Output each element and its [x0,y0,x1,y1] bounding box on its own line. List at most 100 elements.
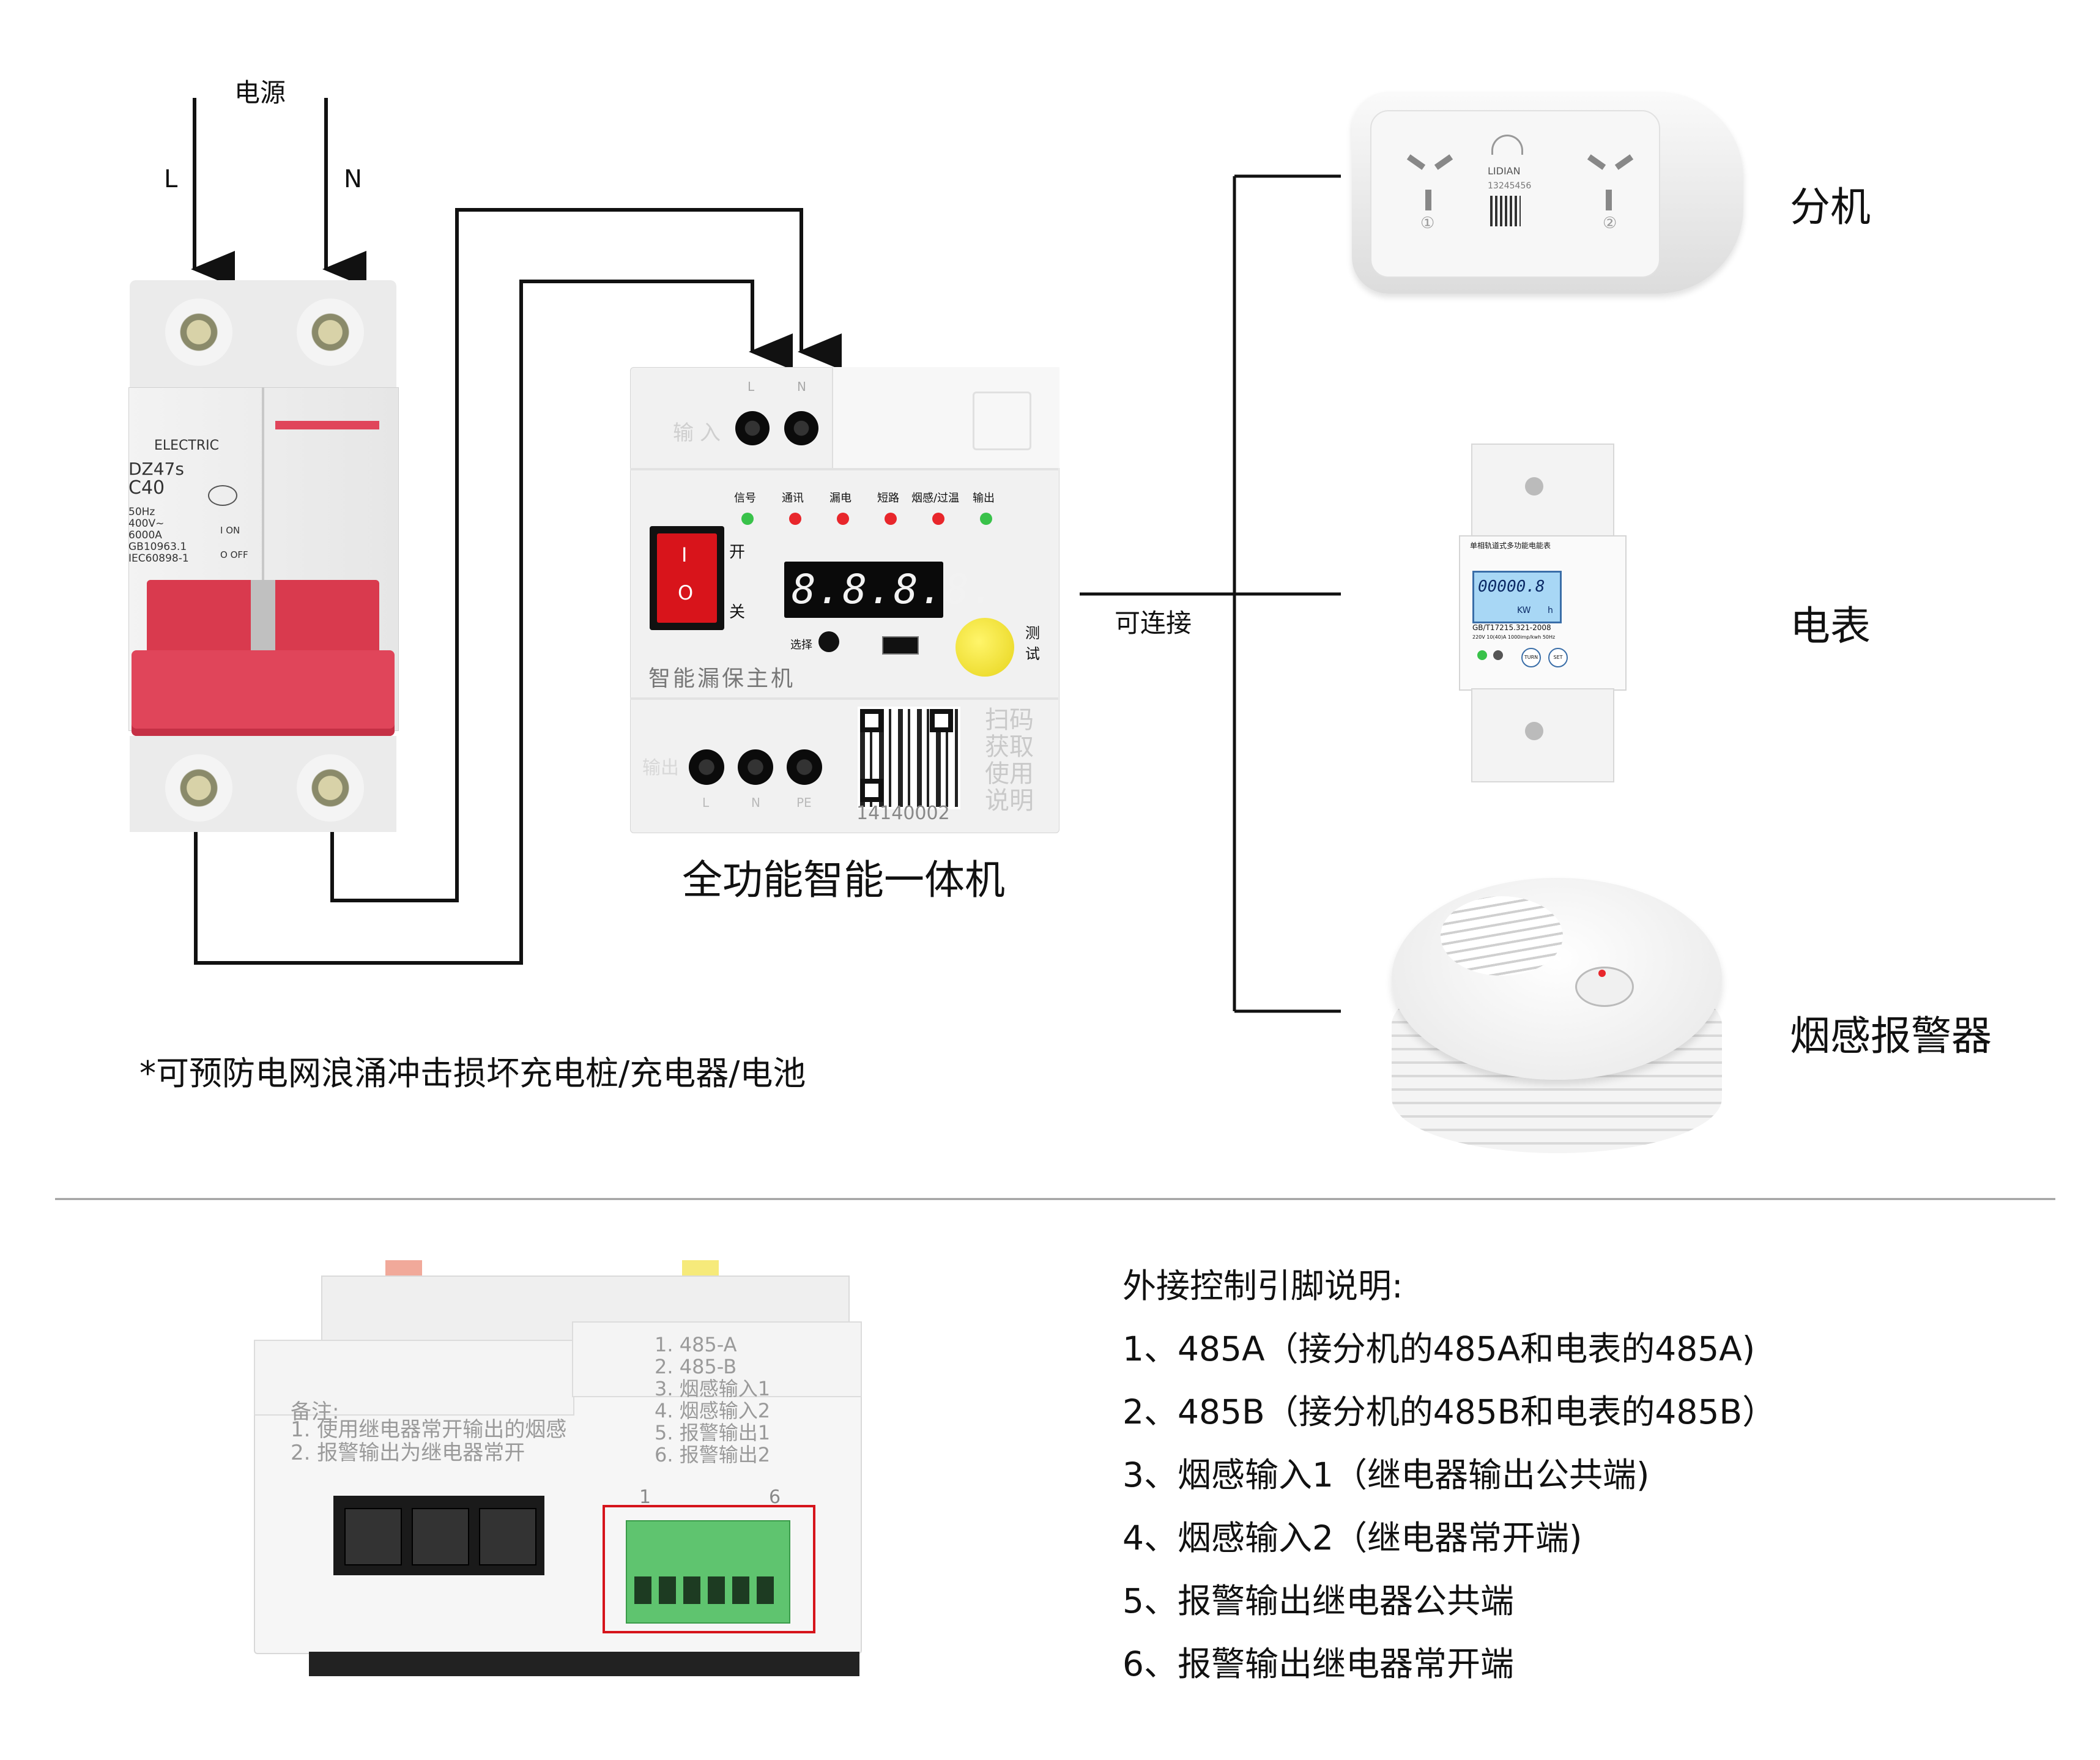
qr-code [1490,196,1521,226]
breaker-on-label: I ON [220,525,240,536]
extension-caption: 分机 [1790,184,1871,231]
highlight-box [603,1505,815,1633]
output-terminal-pe[interactable] [787,749,822,785]
led-indicator [980,513,992,525]
smoke-alarm [1392,860,1722,1162]
led-label: 通讯 [782,492,804,505]
screw-icon [1525,477,1543,496]
outlet-icon [1398,147,1465,226]
select-button[interactable] [818,631,839,652]
pin-desc-item: 5、报警输出继电器公共端 [1122,1581,1514,1621]
screw-icon [165,754,232,822]
outlet-1-label: ① [1420,214,1435,232]
output-label: 输出 [642,757,679,779]
circuit-breaker: ELECTRIC DZ47s C40 50Hz 400V~ 6000A GB10… [128,280,399,832]
wifi-icon [1491,135,1523,155]
input-terminal-n[interactable] [784,411,818,445]
remark-list: 1. 使用继电器常开输出的烟感 2. 报警输出为继电器常开 [291,1417,567,1465]
meter-caption: 电表 [1790,603,1871,650]
qr-finder [930,709,953,732]
smart-unit: 输入 L N 信号 通讯 漏电 短路 烟感/过温 输出 I O 开 关 8.8.… [630,367,1059,833]
slide-switch[interactable] [882,636,919,655]
breaker-brand: ELECTRIC [154,438,219,453]
output-terminal-n[interactable] [738,749,773,785]
serial-number: 14140002 [856,803,950,824]
breaker-model: DZ47s [128,459,184,479]
meter-title: 单相轨道式多功能电能表 [1470,541,1551,550]
meter-set-button[interactable]: SET [1548,648,1568,667]
pin-first-label: 1 [639,1487,651,1508]
screw-icon [297,299,364,366]
power-l-label: L [164,165,178,193]
breaker-off-label: O OFF [220,549,248,560]
unit-caption: 全功能智能一体机 [682,856,1005,904]
surge-note: *可预防电网浪涌冲击损坏充电桩/充电器/电池 [139,1054,806,1093]
meter-turn-button[interactable]: TURN [1521,648,1541,667]
wire-l-to-unit [194,280,793,965]
led-indicator [885,513,897,525]
led-row: 信号 通讯 漏电 短路 烟感/过温 输出 [734,489,1052,526]
remark-title: 备注: [291,1400,339,1424]
test-label: 测试 [1025,625,1040,663]
outlet-icon [1578,147,1645,226]
power-title: 电源 [234,78,286,108]
led-indicator [837,513,849,525]
input-terminal-l[interactable] [735,411,770,445]
meter-lcd: 00000.8 KW h [1472,571,1562,623]
led-label: 信号 [734,492,756,505]
extension-code: 13245456 [1488,181,1532,191]
led-indicator [932,513,944,525]
screw-icon [297,754,364,822]
pin-description: 外接控制引脚说明: 1、485A（接分机的485A和电表的485A) 2、485… [1122,1269,2052,1698]
led-indicator [789,513,801,525]
scan-instructions: 扫码 获取 使用 说明 [985,706,1034,815]
qr-finder [860,779,883,802]
input-term-l-label: L [748,379,755,394]
smoke-led [1598,970,1606,977]
led-indicator [741,513,754,525]
switch-off-label: 关 [729,603,746,622]
connect-label: 可连接 [1115,608,1192,638]
energy-meter: 单相轨道式多功能电能表 00000.8 KW h GB/T17215.321-2… [1459,444,1627,782]
pin-desc-item: 3、烟感输入1（继电器输出公共端) [1122,1455,1650,1495]
ccc-icon [208,485,237,506]
qr-finder [860,709,883,732]
led-label: 输出 [973,492,995,505]
screw-icon [165,299,232,366]
test-button[interactable] [955,618,1014,677]
switch-on-label: 开 [729,543,746,562]
power-rocker-switch[interactable]: I O [650,526,724,630]
extension-brand: LIDIAN [1488,165,1521,177]
outlet-2-label: ② [1603,214,1617,232]
unit-name: 智能漏保主机 [648,666,796,691]
input-term-n-label: N [797,379,806,394]
red-indicator-strip [275,421,379,429]
led-label: 烟感/过温 [911,492,960,505]
green-terminal-block[interactable] [626,1520,790,1624]
smoke-test-button[interactable] [1575,967,1634,1007]
pin-list-printed: 1. 485-A 2. 485-B 3. 烟感输入1 4. 烟感输入2 5. 报… [655,1333,771,1466]
pin-desc-item: 6、报警输出继电器常开端 [1122,1644,1514,1684]
meter-spec: 220V 10(40)A 1000imp/kwh 50Hz [1472,634,1556,640]
screw-icon [1525,722,1543,740]
extension-socket: ① ② LIDIAN 13245456 [1352,92,1743,294]
pin-desc-item: 2、485B（接分机的485B和电表的485B） [1122,1392,1776,1431]
segment-display: 8.8.8.8. [784,562,995,618]
meter-led [1493,650,1503,660]
meter-standard: GB/T17215.321-2008 [1472,623,1551,632]
pin-last-label: 6 [769,1487,781,1508]
pin-desc-title: 外接控制引脚说明: [1122,1266,1403,1305]
wire-n-to-unit [330,208,842,902]
unit-side-photo: 备注: 1. 使用继电器常开输出的烟感 2. 报警输出为继电器常开 1. 485… [254,1260,862,1688]
breaker-rating: C40 [128,477,165,499]
pin-desc-item: 1、485A（接分机的485A和电表的485A) [1122,1329,1756,1368]
select-label: 选择 [790,639,812,652]
meter-led [1477,650,1487,660]
input-label: 输入 [673,421,727,445]
led-label: 漏电 [829,492,852,505]
led-label: 短路 [877,492,899,505]
output-terminal-l[interactable] [689,749,724,785]
pin-desc-item: 4、烟感输入2（继电器常开端) [1122,1518,1582,1558]
breaker-specs: 50Hz 400V~ 6000A GB10963.1 IEC60898-1 [128,506,189,565]
